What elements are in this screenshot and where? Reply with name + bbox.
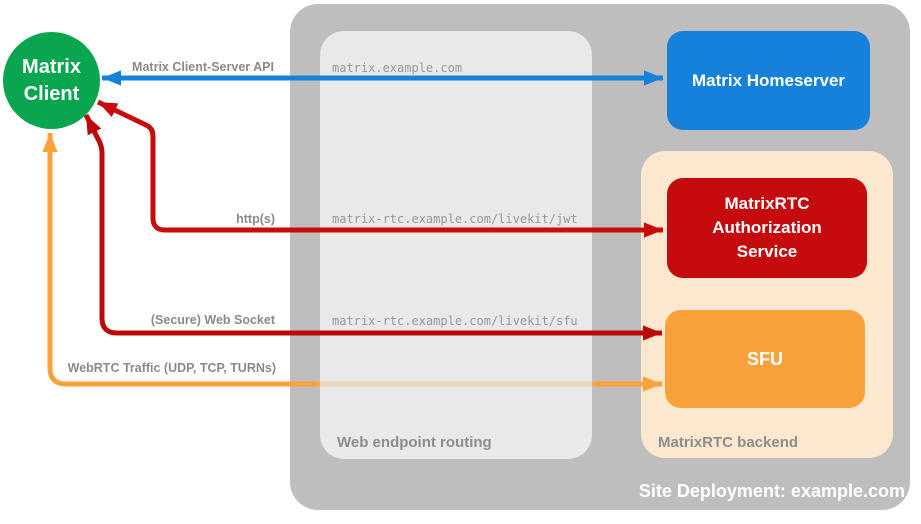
endpoint-matrix-example-com: matrix.example.com xyxy=(332,61,463,75)
matrix-homeserver-node: Matrix Homeserver xyxy=(667,31,870,130)
web-endpoint-routing-box xyxy=(320,31,592,459)
sfu-node: SFU xyxy=(665,310,865,408)
matrix-client-label: Matrix Client xyxy=(22,55,81,105)
sfu-label: SFU xyxy=(747,348,783,369)
websocket-protocol-label: (Secure) Web Socket xyxy=(150,313,275,327)
matrixrtc-authorization-service-node: MatrixRTC Authorization Service xyxy=(667,178,867,278)
matrixrtc-backend-caption: MatrixRTC backend xyxy=(658,434,799,451)
site-deployment-caption: Site Deployment: example.com xyxy=(638,481,905,501)
web-endpoint-routing-caption: Web endpoint routing xyxy=(337,434,492,451)
webrtc-protocol-label: WebRTC Traffic (UDP, TCP, TURNs) xyxy=(67,361,276,375)
matrix-client-node: Matrix Client xyxy=(3,32,100,129)
matrix-homeserver-label: Matrix Homeserver xyxy=(691,70,846,90)
endpoint-livekit-sfu: matrix-rtc.example.com/livekit/sfu xyxy=(332,314,578,328)
client-server-api-protocol-label: Matrix Client-Server API xyxy=(132,60,274,74)
matrixrtc-authorization-service-label: MatrixRTC Authorization Service xyxy=(712,194,822,261)
endpoint-livekit-jwt: matrix-rtc.example.com/livekit/jwt xyxy=(332,212,578,226)
webrtc-arrow xyxy=(42,133,319,387)
http-protocol-label: http(s) xyxy=(236,212,275,226)
